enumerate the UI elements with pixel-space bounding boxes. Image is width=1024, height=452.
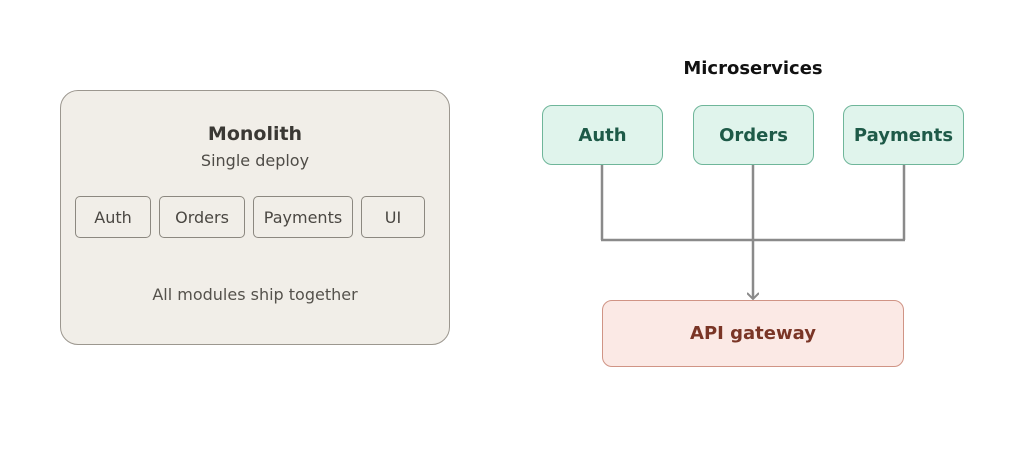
service-payments: Payments	[843, 105, 964, 165]
service-auth: Auth	[542, 105, 663, 165]
api-gateway: API gateway	[602, 300, 904, 367]
microservices-title: Microservices	[683, 58, 823, 79]
module-orders: Orders	[159, 196, 245, 238]
module-ui: UI	[361, 196, 425, 238]
monolith-container: Monolith Single deploy Auth Orders Payme…	[60, 90, 450, 345]
monolith-footer: All modules ship together	[152, 285, 358, 304]
monolith-subtitle: Single deploy	[200, 151, 310, 170]
monolith-title: Monolith	[207, 123, 303, 145]
module-payments: Payments	[253, 196, 353, 238]
module-auth: Auth	[75, 196, 151, 238]
service-orders: Orders	[693, 105, 814, 165]
